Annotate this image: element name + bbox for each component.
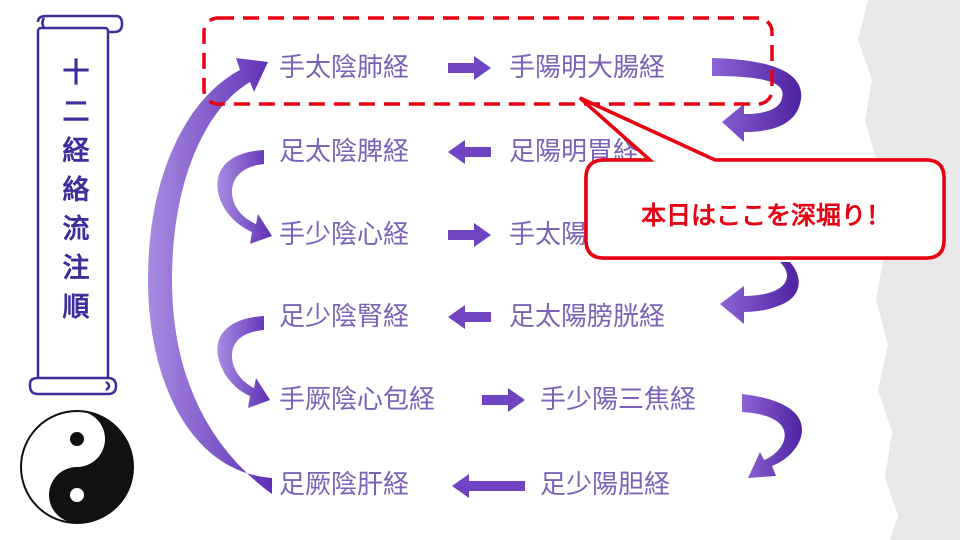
meridian-stomach: 足陽明胃経: [509, 137, 640, 167]
callout-text: 本日はここを深堀り！: [640, 201, 891, 230]
meridian-heart: 手少陰心経: [279, 220, 410, 250]
scroll-icon: [28, 14, 124, 396]
scroll-title-char: 経: [62, 136, 90, 167]
meridian-pericardium: 手厥陰心包経: [279, 385, 436, 415]
scroll-title-char: 二: [62, 97, 90, 128]
scroll-title: 十 二 経 絡 流 注 順: [46, 54, 106, 327]
arrow-right-row5: [482, 388, 525, 412]
scroll-title-char: 絡: [62, 175, 90, 206]
curve-arrow-right-1: [712, 58, 802, 142]
scroll-title-char: 十: [62, 58, 90, 89]
arrow-left-row4: [448, 305, 491, 329]
meridian-gallbladder: 足少陽胆経: [540, 470, 671, 500]
highlight-box: [202, 16, 774, 106]
curve-arrow-left-big: [148, 58, 272, 494]
arrow-left-row2: [448, 140, 491, 164]
scroll-title-char: 順: [62, 292, 90, 323]
scroll-title-char: 流: [62, 214, 90, 245]
curve-arrow-left-1: [217, 150, 272, 244]
meridian-spleen: 足太陰脾経: [279, 137, 410, 167]
arrow-right-row1: [448, 56, 491, 80]
torn-paper-edge: [858, 0, 960, 540]
meridian-large-intestine: 手陽明大腸経: [509, 53, 666, 83]
arrow-left-row6: [452, 474, 525, 498]
scroll-title-char: 注: [62, 253, 90, 284]
arrow-right-row3: [448, 223, 491, 247]
meridian-kidney: 足少陰腎経: [279, 302, 410, 332]
curve-arrow-left-2: [217, 316, 270, 408]
flow-arrows-curved: [148, 58, 802, 494]
meridian-lung: 手太陰肺経: [279, 53, 410, 83]
curve-arrow-right-3: [742, 394, 802, 478]
flow-arrows-horizontal: [448, 56, 525, 498]
meridian-liver: 足厥陰肝経: [279, 470, 410, 500]
meridian-bladder: 足太陽膀胱経: [509, 302, 666, 332]
curve-arrow-right-2: [720, 262, 799, 324]
yin-yang-icon: [20, 410, 134, 524]
meridian-triple-burner: 手少陽三焦経: [540, 385, 697, 415]
